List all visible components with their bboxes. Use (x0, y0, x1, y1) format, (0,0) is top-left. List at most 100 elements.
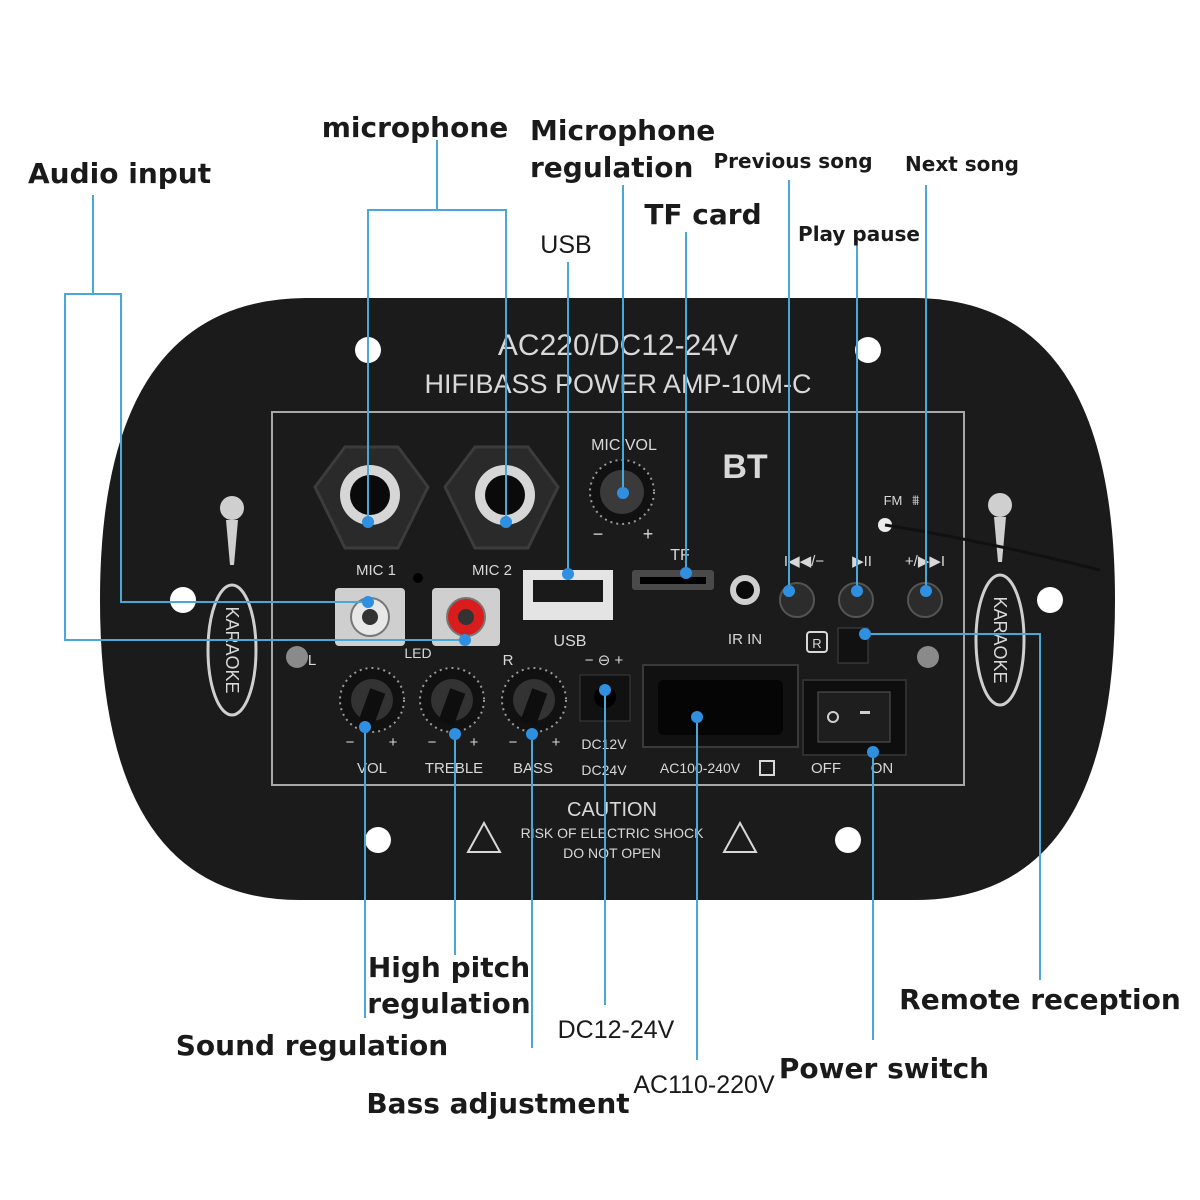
mic2-label: MIC 2 (472, 562, 512, 579)
dc-polarity-label: − ⊖ + (585, 652, 624, 669)
rca-left-label: L (308, 652, 316, 669)
microphone-icon (988, 493, 1012, 517)
callout-next-song: Next song (905, 152, 1019, 176)
treble-knob (419, 667, 485, 733)
caution-do-not-open: DO NOT OPEN (563, 845, 661, 861)
callout-audio-input: Audio input (28, 157, 211, 190)
karaoke-left-label: KARAOKE (222, 606, 242, 693)
bass-dot (526, 728, 538, 740)
ac-input-label: AC100-240V (660, 760, 741, 776)
remote-dot (859, 628, 871, 640)
rca-input-right (432, 588, 500, 646)
caution-warning-icon (722, 820, 758, 853)
model-label: HIFIBASS POWER AMP-10M-C (424, 369, 811, 399)
next-dot (920, 585, 932, 597)
callout-high-pitch-line2: regulation (367, 987, 530, 1020)
on-label: ON (871, 760, 894, 777)
led-indicator (413, 573, 423, 583)
mic-vol-dot (617, 487, 629, 499)
callout-microphone: microphone (322, 111, 509, 144)
bt-label: BT (722, 448, 768, 486)
on-mark (860, 711, 870, 714)
tf-dot (680, 567, 692, 579)
mic-vol-plus: + (643, 524, 654, 544)
caution-risk: RISK OF ELECTRIC SHOCK (521, 825, 704, 841)
ac-dot (691, 711, 703, 723)
callout-previous-song: Previous song (713, 149, 872, 173)
vol-plus: + (389, 734, 398, 751)
vol-minus: − (346, 734, 355, 751)
rca-right-label: R (503, 652, 514, 669)
screw-left (286, 646, 308, 668)
callout-power-switch: Power switch (779, 1052, 989, 1085)
off-mark (827, 711, 839, 723)
play-button-label: ▶II (852, 553, 872, 570)
mic1-dot (362, 516, 374, 528)
leader-lines (64, 140, 1041, 1060)
mic2-dot (500, 516, 512, 528)
mic-vol-minus: − (593, 524, 604, 544)
bass-knob (501, 667, 567, 733)
callout-sound-regulation: Sound regulation (176, 1029, 448, 1062)
microphone-icon (220, 496, 244, 520)
mounting-hole-left (170, 587, 196, 613)
rocker-switch (817, 691, 891, 743)
remote-mark-label: R (812, 636, 821, 651)
screw-right (917, 646, 939, 668)
callout-remote-reception: Remote reception (899, 983, 1181, 1016)
treble-minus: − (428, 734, 437, 751)
rca-right-dot (459, 634, 471, 646)
callout-mic-regulation-line1: Microphone (530, 114, 715, 147)
callout-ac: AC110-220V (633, 1071, 775, 1099)
mounting-hole-bottom-right (835, 827, 861, 853)
fm-label: FM (884, 493, 903, 508)
inner-panel-border (271, 411, 965, 786)
bass-plus: + (552, 734, 561, 751)
dc-dot (599, 684, 611, 696)
usb-dot (562, 568, 574, 580)
callout-bass-adjustment: Bass adjustment (366, 1087, 629, 1120)
callout-high-pitch-line1: High pitch (368, 951, 530, 984)
rating-label: AC220/DC12-24V (498, 329, 738, 362)
audio-input-leader-left (93, 293, 368, 603)
antenna-icon: ⩩ (912, 492, 920, 508)
callout-dc: DC12-24V (558, 1016, 675, 1044)
callout-play-pause: Play pause (798, 222, 920, 246)
karaoke-badge-right: KARAOKE (974, 493, 1026, 707)
karaoke-right-label: KARAOKE (990, 596, 1010, 683)
treble-dot (449, 728, 461, 740)
mic1-jack (313, 445, 430, 550)
power-switch-dot (867, 746, 879, 758)
callout-tf-card: TF card (644, 198, 761, 231)
tf-panel-label: TF (670, 547, 690, 564)
treble-plus: + (470, 734, 479, 751)
vol-knob (339, 667, 405, 733)
mic1-label: MIC 1 (356, 562, 396, 579)
off-label: OFF (811, 760, 841, 777)
leader-dots (359, 487, 932, 758)
led-label: LED (404, 645, 431, 661)
play-dot (851, 585, 863, 597)
mounting-hole-right (1037, 587, 1063, 613)
karaoke-badge-left: KARAOKE (206, 496, 258, 717)
volume-dot (359, 721, 371, 733)
bass-minus: − (509, 734, 518, 751)
fm-antenna-wire (884, 523, 1101, 572)
shock-warning-icon (466, 820, 502, 853)
vol-label: VOL (357, 760, 387, 777)
remote-mark-box (806, 631, 828, 653)
prev-button-label: I◀◀/− (784, 553, 824, 570)
ir-in-label: IR IN (728, 631, 762, 648)
mounting-hole-bottom-left (365, 827, 391, 853)
rca-left-dot (362, 596, 374, 608)
usb-panel-label: USB (554, 633, 587, 650)
mounting-hole-top-right (855, 337, 881, 363)
microphone-leader (367, 140, 438, 522)
caution-title: CAUTION (567, 799, 657, 821)
microphone-leader-2 (437, 209, 507, 522)
double-insulation-icon (759, 760, 775, 776)
prev-dot (783, 585, 795, 597)
callout-mic-regulation-line2: regulation (530, 151, 693, 184)
audio-input-leader-right (64, 195, 465, 641)
